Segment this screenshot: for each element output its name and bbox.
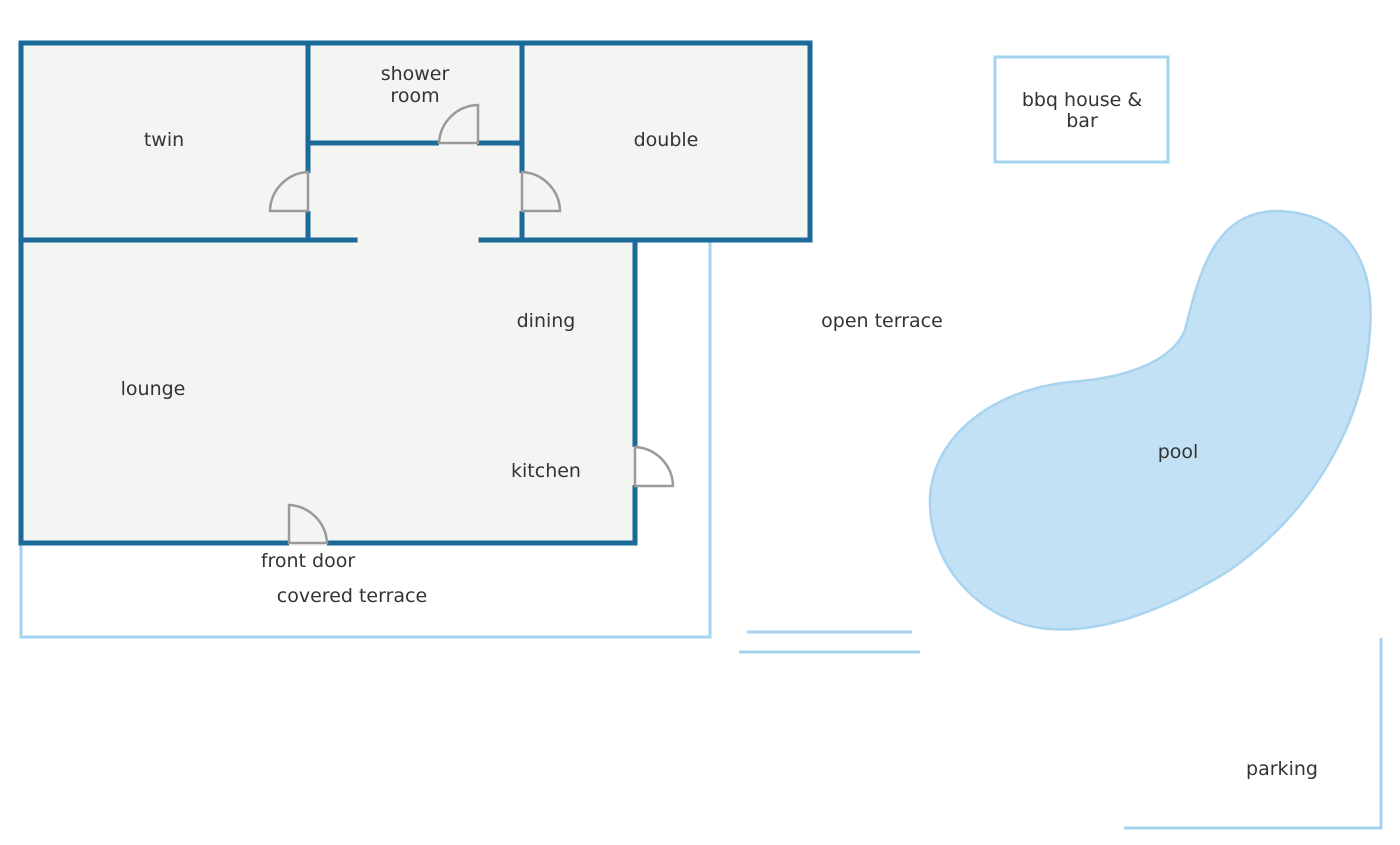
covered-terrace-outline (19, 240, 712, 639)
doors (268, 103, 675, 545)
label-front-door: front door (261, 550, 356, 572)
label-kitchen: kitchen (511, 460, 581, 482)
building-fill (21, 43, 810, 543)
bbq-house-outline (993, 55, 1170, 164)
label-twin: twin (144, 129, 184, 151)
label-lounge: lounge (121, 378, 186, 400)
pool-shape (928, 209, 1372, 631)
label-shower-room-line1: shower (381, 63, 450, 85)
label-covered-terrace: covered terrace (277, 585, 427, 607)
door-front-swing (287, 503, 329, 545)
parking-outline (1124, 638, 1383, 830)
label-dining: dining (517, 310, 576, 332)
label-pool: pool (1158, 441, 1199, 463)
label-parking: parking (1246, 758, 1318, 780)
label-open-terrace: open terrace (821, 310, 943, 332)
label-bbq-line1: bbq house & (1022, 89, 1143, 111)
label-double: double (634, 129, 699, 151)
door-shower-swing (437, 103, 480, 145)
outdoor-outlines (19, 55, 1383, 830)
walls (18, 40, 813, 546)
label-shower-room-line2: room (390, 85, 439, 107)
door-kitchen-swing (633, 445, 675, 488)
door-double-swing (520, 170, 562, 213)
room-labels: twin shower room double bbq house & bar … (121, 63, 1318, 780)
label-bbq-line2: bar (1066, 110, 1098, 132)
door-twin-swing (268, 170, 310, 213)
